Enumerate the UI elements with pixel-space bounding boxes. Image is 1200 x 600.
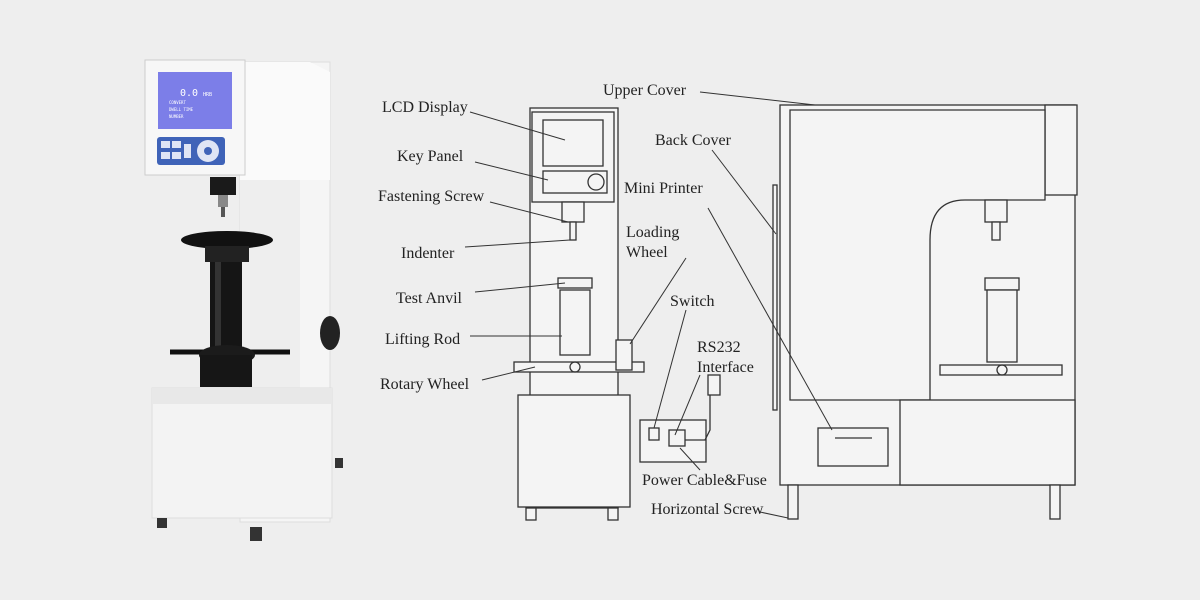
label-lcd-display: LCD Display (382, 99, 468, 116)
lcd-display-drawing (542, 119, 604, 167)
label-fastening-screw: Fastening Screw (378, 188, 485, 205)
label-back-cover: Back Cover (655, 132, 732, 149)
label-rs232: RS232 (697, 339, 741, 356)
lcd-row: CONVERT (169, 100, 186, 105)
label-mini-printer: Mini Printer (624, 180, 703, 197)
lcd-row: DWELL TIME (169, 107, 194, 112)
label-power-cable-fuse: Power Cable&Fuse (642, 472, 767, 489)
mini-printer-drawing (817, 427, 889, 467)
lcd-unit: HRB (203, 92, 212, 98)
label-rs232-interface: Interface (697, 359, 754, 376)
label-test-anvil: Test Anvil (396, 290, 463, 307)
label-rotary-wheel: Rotary Wheel (380, 376, 470, 393)
label-lifting-rod: Lifting Rod (385, 331, 460, 348)
lcd-row: NUMBER (169, 114, 184, 119)
test-anvil-drawing (557, 277, 593, 289)
label-loading-wheel-2: Wheel (626, 244, 668, 261)
hardness-tester-photo: 0.0 HRB CONVERT DWELL TIME NUMBER (144, 59, 343, 541)
side-view-drawing (772, 104, 1078, 520)
leader-lines (464, 91, 833, 519)
label-indenter: Indenter (401, 245, 455, 262)
label-key-panel: Key Panel (397, 148, 464, 165)
lcd-screen (158, 72, 232, 129)
label-upper-cover: Upper Cover (603, 82, 687, 99)
front-view-drawing (513, 107, 721, 521)
label-horizontal-screw: Horizontal Screw (651, 501, 764, 518)
label-loading-wheel: Loading (626, 224, 679, 241)
loading-wheel-drawing (615, 339, 633, 371)
label-switch: Switch (670, 293, 714, 310)
lcd-value: 0.0 (180, 88, 198, 99)
